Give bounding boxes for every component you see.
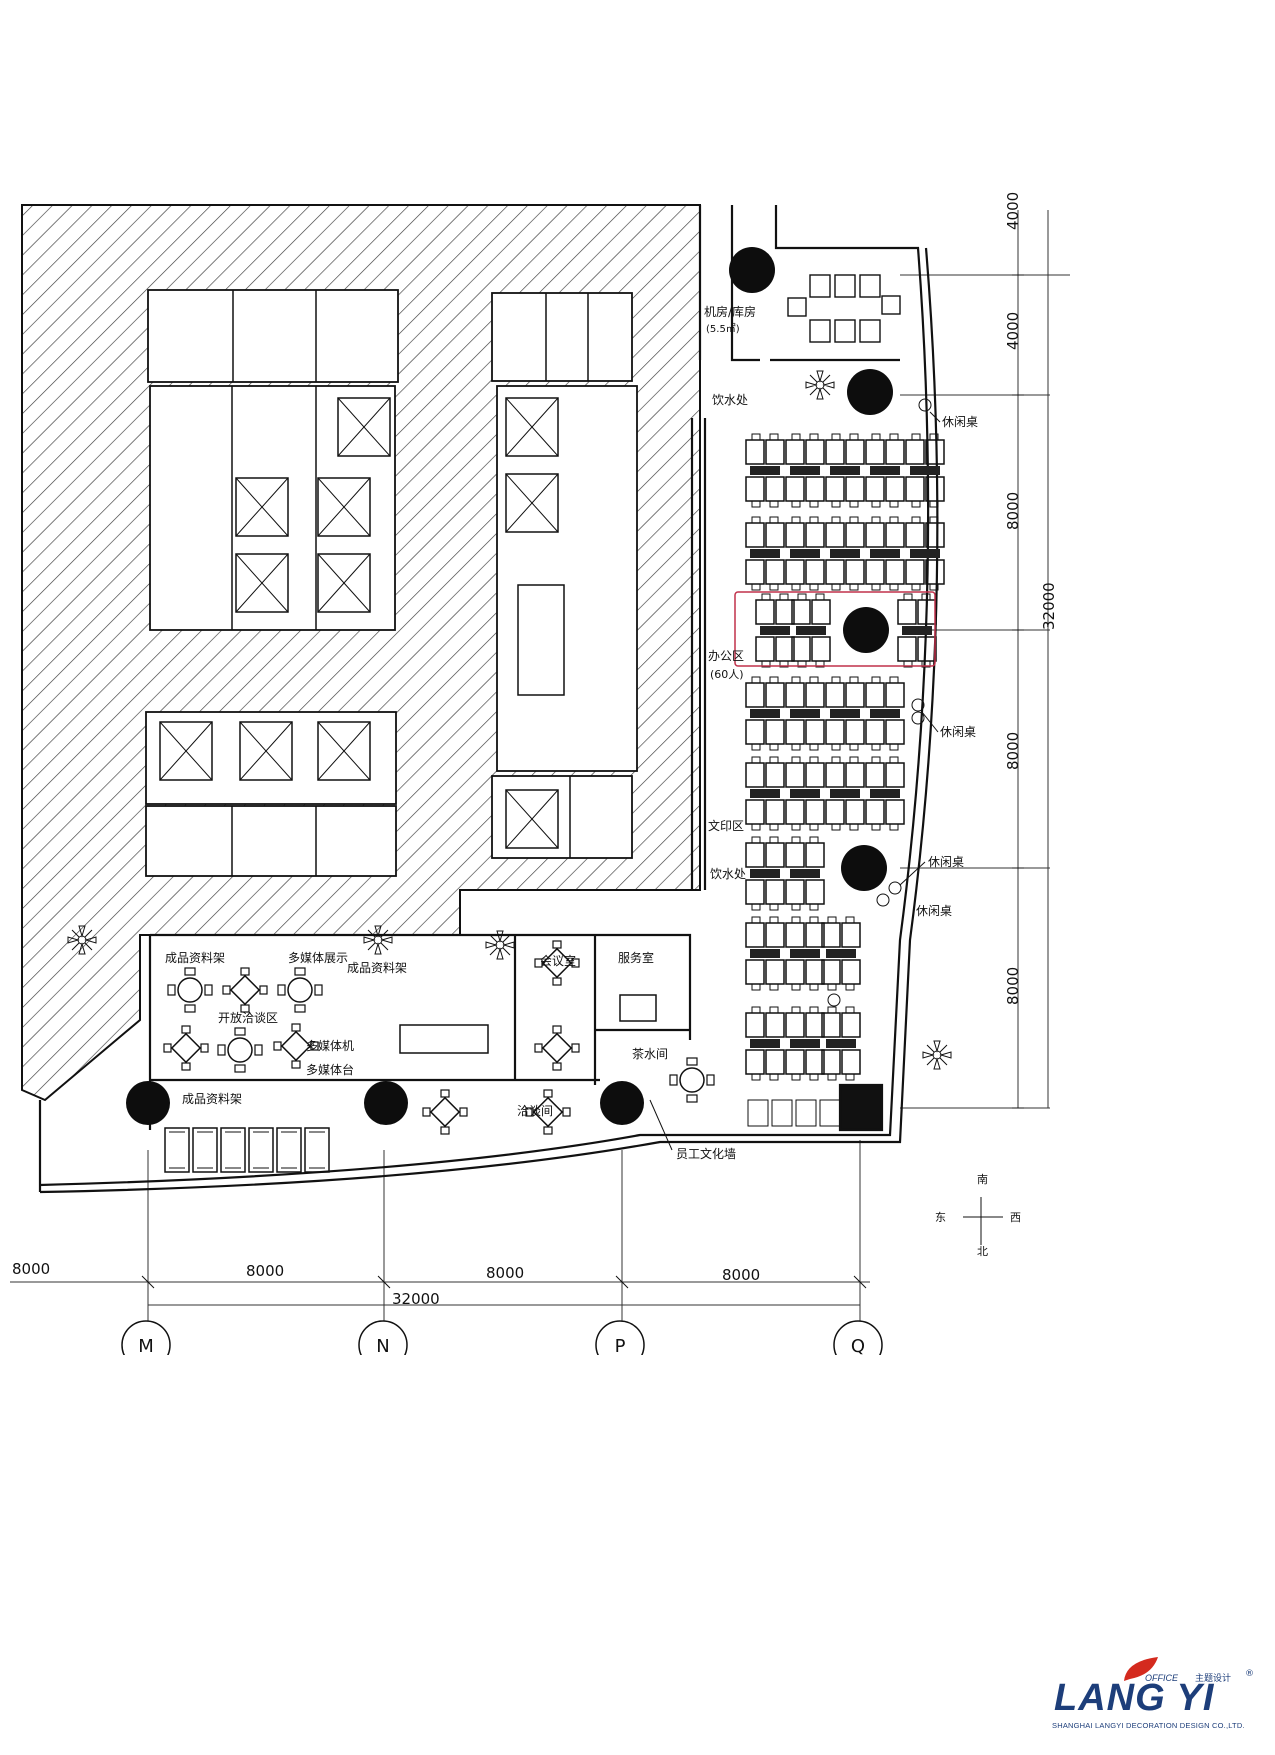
room-labels: 机房/库房 (5.5㎡) 饮水处 饮水处 办公区 (60人) 文印区 成品资料架… [165,304,978,1161]
svg-text:8000: 8000 [486,1264,524,1282]
desk-cluster [865,516,905,591]
desk-cluster [825,756,865,831]
svg-text:办公区: 办公区 [708,648,744,663]
svg-text:休闲桌: 休闲桌 [940,725,976,739]
desk-cluster [791,593,831,668]
svg-text:机房/库房: 机房/库房 [704,304,756,319]
svg-text:8000: 8000 [1004,492,1022,530]
svg-text:文印区: 文印区 [708,818,744,833]
svg-text:饮水处: 饮水处 [712,393,748,407]
svg-text:8000: 8000 [246,1262,284,1280]
machine-room-furniture [787,274,901,343]
desk-cluster [821,1006,861,1081]
svg-text:员工文化墙: 员工文化墙 [676,1146,736,1161]
svg-text:服务室: 服务室 [618,950,654,965]
desk-cluster [825,516,865,591]
desk-clusters [745,433,945,1127]
svg-text:饮水处: 饮水处 [710,867,746,881]
svg-text:8000: 8000 [1004,967,1022,1005]
svg-text:N: N [376,1336,389,1357]
svg-text:开放洽谈区: 开放洽谈区 [218,1010,278,1025]
svg-text:南: 南 [977,1173,988,1186]
logo-name: LANG YI [1054,1677,1215,1719]
desk-cluster [825,676,865,751]
dim-ticks [141,274,1024,1289]
highlight-box [734,591,936,667]
svg-text:多媒体台: 多媒体台 [306,1062,354,1077]
logo-registered: ® [1245,1669,1254,1679]
desk-cluster [785,836,825,911]
logo-chinese-tag: 主题设计 [1195,1674,1232,1684]
desk-cluster [745,433,785,508]
svg-text:多媒体机: 多媒体机 [306,1039,354,1053]
desk-cluster [865,433,905,508]
desk-cluster [865,676,905,751]
desk-cluster [785,433,825,508]
desk-cluster [785,1006,825,1081]
core-partitions [231,290,589,876]
svg-text:4000: 4000 [1004,312,1022,350]
svg-text:32000: 32000 [392,1290,440,1308]
svg-text:东: 东 [935,1211,946,1224]
desk-cluster [795,1099,817,1127]
desk-cluster [745,516,785,591]
desk-cluster [825,433,865,508]
svg-text:4000: 4000 [1004,192,1022,230]
desk-cluster [745,1006,785,1081]
svg-text:洽谈间: 洽谈间 [517,1104,553,1118]
desk-cluster [897,593,937,668]
svg-text:32000: 32000 [1040,582,1058,630]
svg-text:8000: 8000 [12,1260,50,1278]
desk-cluster [745,916,785,991]
svg-text:休闲桌: 休闲桌 [916,904,952,918]
desk-cluster [819,1099,841,1127]
desk-cluster [747,1099,769,1127]
svg-text:8000: 8000 [1004,732,1022,770]
core-structure [145,289,638,877]
structural-columns [126,247,893,1125]
desk-cluster [785,756,825,831]
svg-text:(60人): (60人) [710,668,744,681]
svg-text:休闲桌: 休闲桌 [942,415,978,429]
svg-text:8000: 8000 [722,1266,760,1284]
desk-cluster [785,916,825,991]
svg-text:北: 北 [977,1245,988,1258]
svg-text:西: 西 [1010,1211,1021,1224]
compass: 南 东 西 北 [935,1173,1021,1258]
leaf-icon [1124,1657,1158,1681]
desk-cluster [771,1099,793,1127]
desk-cluster [865,756,905,831]
desk-cluster [785,516,825,591]
svg-text:成品资料架: 成品资料架 [165,951,225,965]
svg-text:成品资料架: 成品资料架 [347,961,407,975]
desk-cluster [745,756,785,831]
grid-lines [10,210,1070,1330]
svg-text:M: M [138,1336,154,1357]
desk-cluster [755,593,795,668]
svg-text:(5.5㎡): (5.5㎡) [706,323,740,335]
desk-cluster [745,836,785,911]
svg-text:Q: Q [851,1336,865,1357]
svg-text:会议室: 会议室 [540,953,576,968]
logo-company: SHANGHAI LANGYI DECORATION DESIGN CO.,LT… [1052,1721,1245,1730]
annotation-pointers [649,411,941,1151]
logo-office: OFFICE [1145,1673,1178,1683]
grid-axis-bubbles: M N P Q [100,1320,900,1385]
bottom-dimensions: 8000 8000 8000 8000 32000 [12,1260,760,1308]
svg-text:多媒体展示: 多媒体展示 [288,951,348,965]
svg-text:P: P [615,1336,626,1357]
lounge-furniture [67,370,952,1173]
svg-text:茶水间: 茶水间 [632,1046,668,1061]
desk-cluster [745,676,785,751]
svg-text:休闲桌: 休闲桌 [928,855,964,869]
company-logo: OFFICE 主题设计 ® LANG YI SHANGHAI LANGYI DE… [1050,1655,1260,1735]
right-dimensions: 4000 4000 8000 32000 8000 8000 [1004,192,1058,1005]
desk-cluster [821,916,861,991]
desk-cluster [785,676,825,751]
svg-text:成品资料架: 成品资料架 [182,1092,242,1106]
